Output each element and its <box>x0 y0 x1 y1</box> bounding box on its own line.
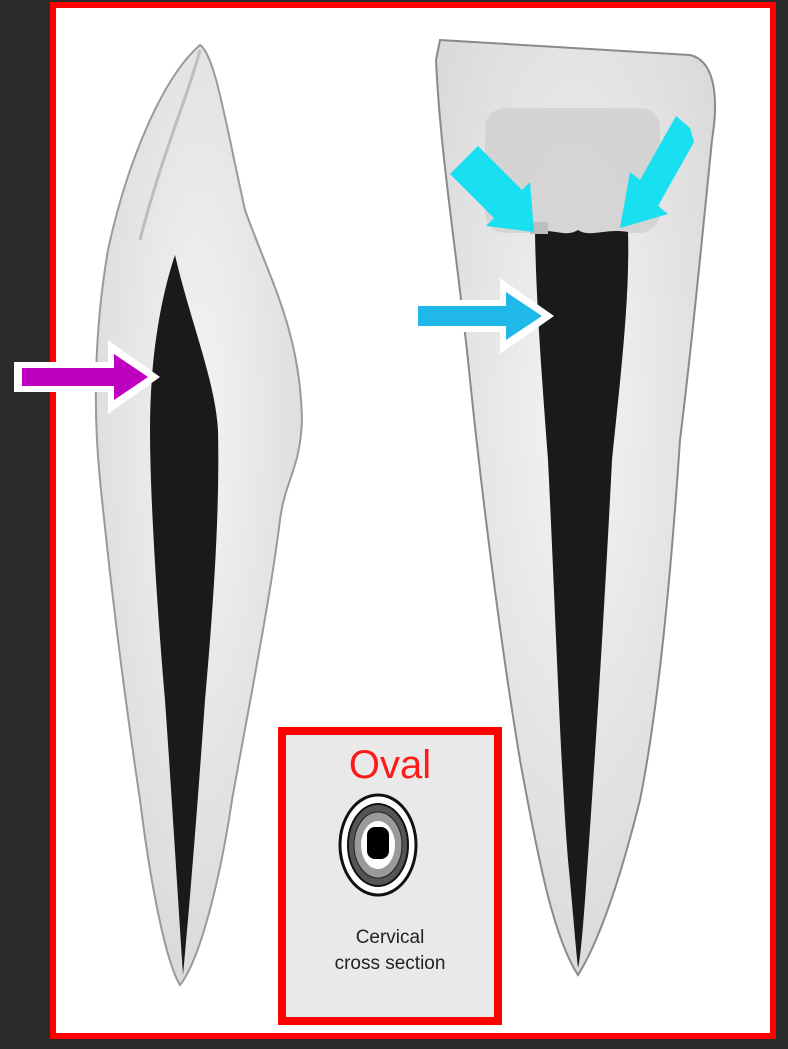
inset-caption-line2: cross section <box>286 951 494 977</box>
cross-section-inset: Oval Cervical cross section <box>278 727 502 1025</box>
inset-caption-line1: Cervical <box>286 925 494 951</box>
inset-label: Oval <box>286 745 494 785</box>
inset-caption: Cervical cross section <box>286 925 494 977</box>
cervical-cross-section-icon <box>338 787 448 917</box>
